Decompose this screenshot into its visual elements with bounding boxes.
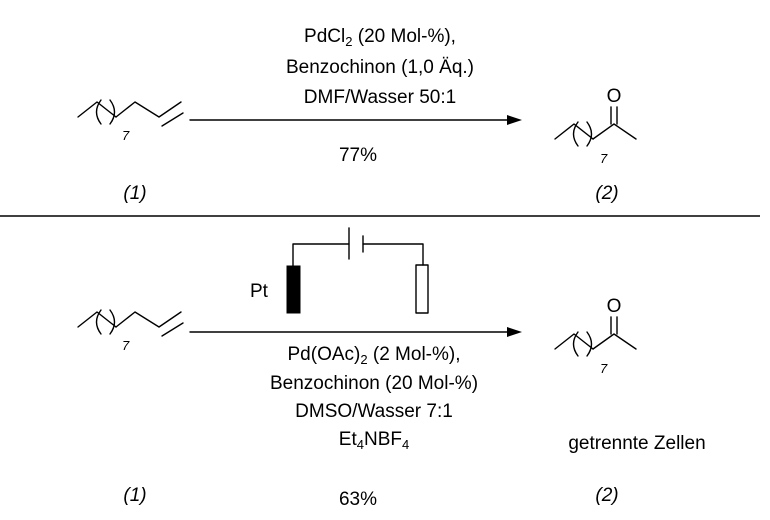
bottom-reaction-arrow [189,327,522,337]
bottom-reactant-repeat-count: 7 [122,338,130,353]
bottom-carbonyl-oxygen: O [606,296,622,317]
bottom-reactant-label: (1) [123,485,147,506]
bottom-yield: 63% [338,489,378,510]
top-reactant-structure [77,99,184,127]
top-product-structure [554,106,637,147]
top-condition-solvent: DMF/Wasser 50:1 [303,87,457,108]
bottom-product-repeat-count: 7 [600,361,608,376]
top-product-label: (2) [595,183,619,204]
top-yield: 77% [338,145,378,166]
bottom-condition-electrolyte: Et4NBF4 [338,429,410,452]
bottom-reactant-structure [77,309,184,337]
top-reaction-arrow [189,115,522,125]
bottom-condition-solvent: DMSO/Wasser 7:1 [295,401,453,422]
cell-note: getrennte Zellen [568,433,706,454]
top-carbonyl-oxygen: O [606,86,622,107]
top-reactant-repeat-count: 7 [122,128,130,143]
top-product-repeat-count: 7 [600,151,608,166]
top-condition-oxidant: Benzochinon (1,0 Äq.) [285,57,475,78]
pt-electrode [286,265,301,314]
counter-electrode [415,264,429,314]
electrolysis-cell-drawing [286,227,429,314]
top-reactant-label: (1) [123,183,147,204]
bottom-condition-mediator: Benzochinon (20 Mol-%) [269,373,479,394]
bottom-product-label: (2) [595,485,619,506]
bottom-condition-catalyst: Pd(OAc)2 (2 Mol-%), [287,344,461,367]
pt-electrode-label: Pt [250,281,268,302]
bottom-product-structure [554,316,637,357]
top-condition-catalyst: PdCl2 (20 Mol-%), [304,26,456,49]
